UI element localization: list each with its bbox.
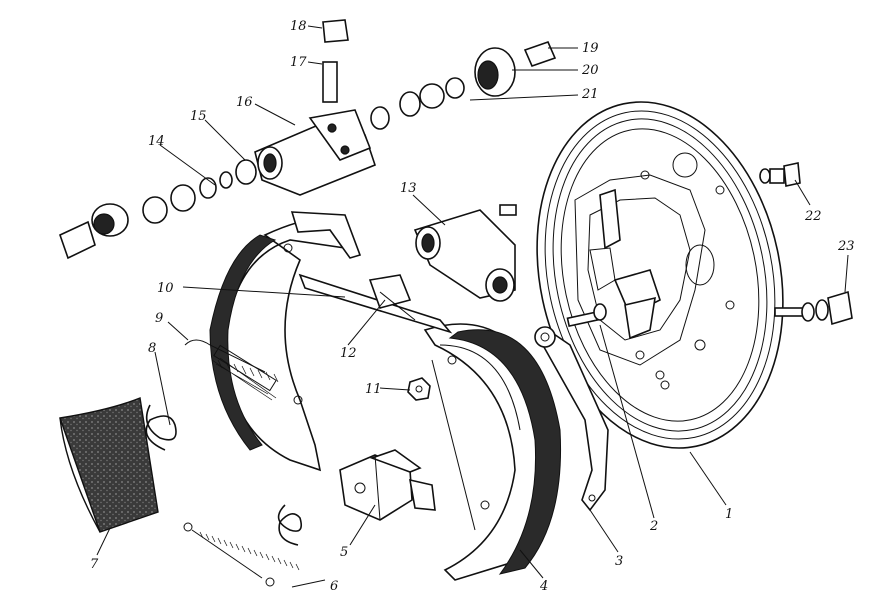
callout-labels: 1 2 3 4 5 6 7 8 9 10 11 12 13 14 15 16 1… xyxy=(90,19,855,594)
callout-12: 12 xyxy=(340,346,357,361)
callout-14: 14 xyxy=(148,134,165,149)
callout-9: 9 xyxy=(155,311,163,326)
callout-17: 17 xyxy=(290,55,307,70)
wheel-cylinder-13 xyxy=(413,204,517,302)
pivot-bolt xyxy=(566,303,607,327)
brake-shoe-left xyxy=(209,211,362,472)
callout-10: 10 xyxy=(157,281,174,296)
nut-11 xyxy=(407,377,431,401)
spring-clip-8 xyxy=(145,404,177,451)
brake-shoe-right xyxy=(423,323,562,581)
backing-plate xyxy=(536,101,784,449)
callout-13: 13 xyxy=(400,181,417,196)
bolt-23 xyxy=(774,290,853,326)
return-spring-9 xyxy=(184,339,279,401)
callout-23: 23 xyxy=(837,239,855,254)
adjuster-block xyxy=(339,449,436,521)
callout-16: 16 xyxy=(236,95,253,110)
callout-6: 6 xyxy=(330,579,338,594)
wheel-cylinder-assembly xyxy=(59,19,557,260)
callout-4: 4 xyxy=(539,579,548,594)
callout-7: 7 xyxy=(90,557,99,572)
spring-clip-bottom xyxy=(277,504,303,546)
leader-lines xyxy=(96,25,849,588)
spring-6 xyxy=(183,522,300,587)
callout-20: 20 xyxy=(581,63,599,78)
callout-3: 3 xyxy=(615,554,623,569)
callout-22: 22 xyxy=(804,209,822,224)
callout-19: 19 xyxy=(582,41,599,56)
lever-arm xyxy=(534,326,609,512)
strut-bar xyxy=(298,273,453,334)
callout-5: 5 xyxy=(340,545,348,560)
bolt-22 xyxy=(759,162,801,187)
callout-15: 15 xyxy=(190,109,207,124)
callout-18: 18 xyxy=(290,19,307,34)
callout-11: 11 xyxy=(365,382,382,397)
callout-21: 21 xyxy=(581,87,599,102)
brake-lining xyxy=(59,397,159,533)
callout-8: 8 xyxy=(148,341,156,356)
callout-2: 2 xyxy=(649,519,658,534)
callout-1: 1 xyxy=(725,507,733,522)
